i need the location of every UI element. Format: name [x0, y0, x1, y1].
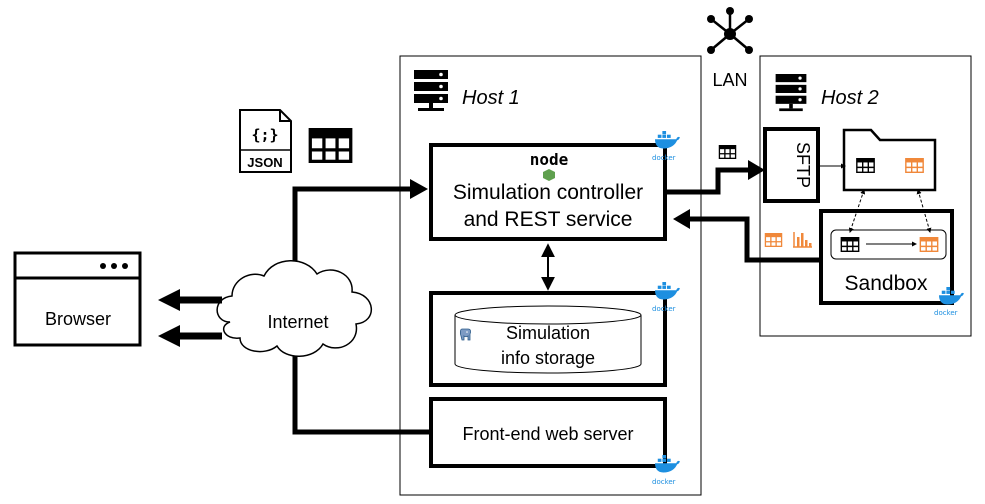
host1-container	[399, 55, 702, 496]
nodejs-hex-icon	[543, 169, 555, 181]
docker-label: docker	[652, 154, 676, 162]
table-icon	[310, 130, 350, 162]
simulation-controller-box[interactable]	[429, 143, 667, 241]
table-icon	[919, 237, 939, 252]
svg-text:{;}: {;}	[251, 126, 278, 144]
host2-title: Host 2	[821, 87, 879, 109]
table-icon	[840, 237, 860, 252]
table-icon	[856, 158, 875, 173]
internet-label: Internet	[267, 312, 328, 332]
docker-icon	[655, 131, 680, 149]
sandbox-folder-dashed-arrow	[916, 189, 932, 233]
controller-label-line2: and REST service	[464, 208, 633, 231]
table-icon	[764, 233, 783, 247]
browser-window-icon[interactable]	[13, 251, 142, 347]
cloud-icon	[216, 260, 373, 357]
table-icon	[718, 145, 737, 159]
json-file-icon: {;} JSON	[239, 109, 292, 173]
network-hub-icon	[707, 7, 753, 54]
server-icon	[414, 70, 448, 111]
nodejs-logo: node	[530, 150, 569, 169]
sftp-label: SFTP	[793, 142, 813, 188]
storage-label-line1: Simulation	[506, 323, 590, 343]
sandbox-label: Sandbox	[845, 272, 928, 295]
docker-label: docker	[934, 309, 958, 317]
docker-icon	[655, 282, 680, 300]
docker-label: docker	[652, 305, 676, 313]
browser-label: Browser	[45, 309, 111, 329]
table-icon	[905, 158, 924, 173]
bar-chart-icon	[793, 232, 812, 248]
json-label: JSON	[247, 155, 282, 170]
sftp-box[interactable]	[763, 127, 820, 203]
folder-sandbox-dashed-arrow	[848, 189, 866, 233]
folder-icon	[842, 128, 937, 192]
docker-label: docker	[652, 478, 676, 486]
host1-title: Host 1	[462, 87, 520, 109]
host2-container	[759, 55, 972, 337]
server-icon	[775, 74, 807, 112]
sandbox-to-controller-arrow	[690, 216, 821, 263]
controller-label-line1: Simulation controller	[453, 181, 643, 204]
lan-label: LAN	[712, 70, 747, 90]
storage-label-line2: info storage	[501, 348, 595, 368]
frontend-label: Front-end web server	[462, 424, 633, 444]
frontend-to-internet-line	[292, 348, 431, 435]
internet-to-controller-arrow	[292, 186, 410, 270]
controller-to-sftp-arrow	[665, 167, 748, 195]
